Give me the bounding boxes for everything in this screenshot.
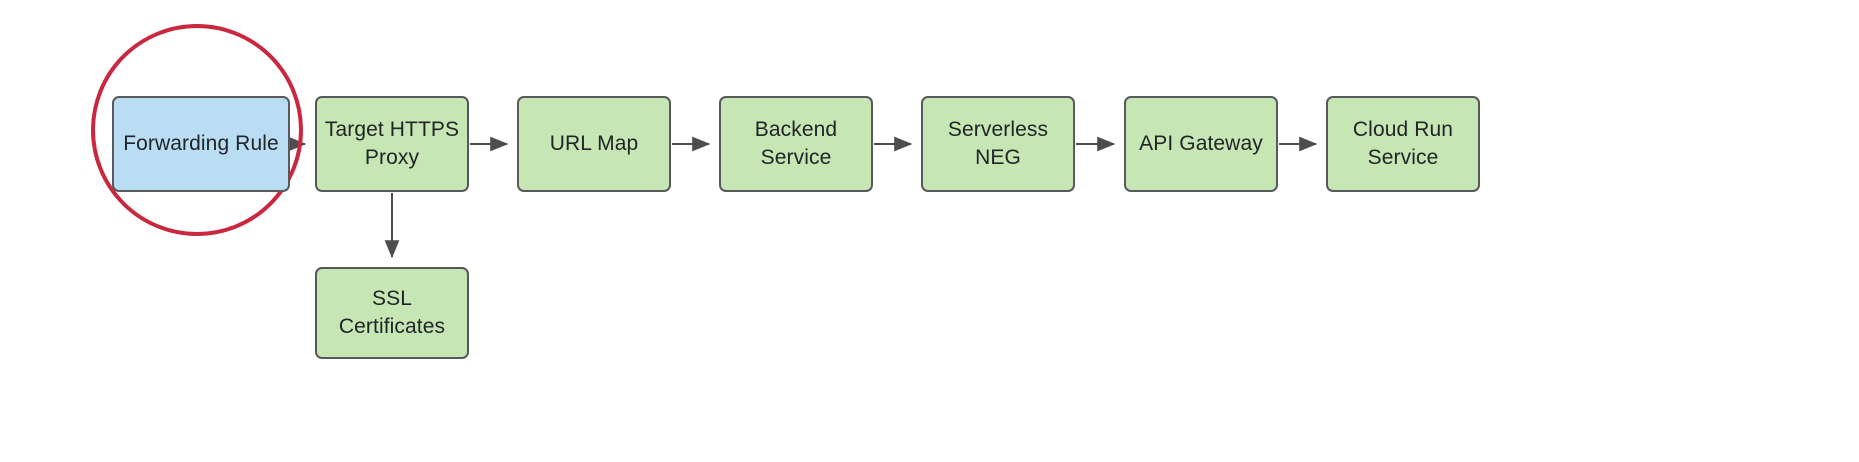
node-api-gateway-label: API Gateway	[1139, 132, 1263, 155]
node-target-https-proxy[interactable]: Target HTTPS Proxy	[315, 96, 469, 192]
node-forwarding-rule-label: Forwarding Rule	[123, 132, 279, 155]
node-ssl-certificates[interactable]: SSL Certificates	[315, 267, 469, 359]
node-url-map[interactable]: URL Map	[517, 96, 671, 192]
node-target-https-proxy-label: Target HTTPS Proxy	[324, 118, 460, 169]
highlight-circle-forwarding-rule	[91, 24, 303, 236]
node-ssl-certificates-label: SSL Certificates	[338, 287, 446, 338]
node-api-gateway[interactable]: API Gateway	[1124, 96, 1278, 192]
node-serverless-neg[interactable]: Serverless NEG	[921, 96, 1075, 192]
node-backend-service[interactable]: Backend Service	[719, 96, 873, 192]
node-forwarding-rule[interactable]: Forwarding Rule	[112, 96, 290, 192]
node-url-map-label: URL Map	[549, 132, 639, 155]
node-cloud-run-service[interactable]: Cloud Run Service	[1326, 96, 1480, 192]
node-serverless-neg-label: Serverless NEG	[947, 118, 1049, 169]
node-cloud-run-service-label: Cloud Run Service	[1352, 118, 1454, 169]
node-backend-service-label: Backend Service	[754, 118, 838, 169]
